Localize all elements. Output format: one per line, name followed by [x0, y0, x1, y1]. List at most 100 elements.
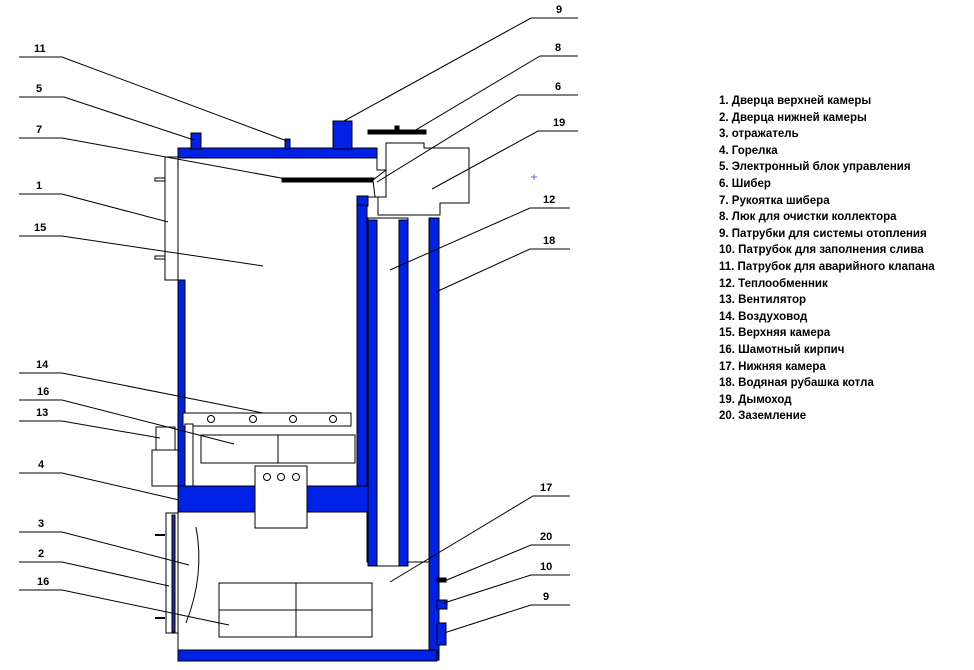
callout-15: 15 — [34, 222, 46, 234]
callout-20: 20 — [540, 531, 552, 543]
callout-18: 18 — [543, 235, 555, 247]
legend-item: 8. Люк для очистки коллектора — [719, 211, 897, 224]
leader-12 — [389, 207, 570, 271]
air-duct — [182, 412, 352, 427]
water-jacket-left-upper — [177, 279, 186, 491]
water-jacket-bottom — [177, 649, 438, 662]
callout-numbers: 11 5 7 1 15 14 16 13 4 3 2 16 9 8 6 19 1… — [34, 4, 565, 603]
control-unit-nozzle — [190, 132, 202, 150]
lower-door-seal — [171, 514, 176, 633]
leader-18 — [435, 248, 570, 293]
emergency-valve-nozzle — [284, 138, 291, 150]
leader-2 — [19, 561, 170, 587]
burner-hole — [277, 473, 285, 481]
leader-9-top — [343, 17, 578, 122]
callout-9-bottom: 9 — [543, 591, 549, 603]
legend-item: 19. Дымоход — [719, 393, 792, 406]
callout-11: 11 — [34, 43, 46, 55]
legend-item: 18. Водяная рубашка котла — [719, 377, 874, 390]
leader-9-bottom — [443, 604, 570, 634]
legend-item: 20. Заземление — [719, 410, 807, 423]
boiler-body — [151, 120, 470, 662]
legend-item: 10. Патрубок для заполнения слива — [719, 244, 924, 257]
water-jacket-outer-wall — [428, 217, 440, 661]
callout-17: 17 — [540, 482, 552, 494]
boiler-outline — [167, 142, 470, 661]
upper-door-hinge-top — [154, 177, 166, 182]
callout-13: 13 — [36, 407, 48, 419]
callout-16-top: 16 — [37, 386, 49, 398]
callout-3: 3 — [38, 518, 44, 530]
air-tube — [184, 423, 194, 487]
leader-7 — [19, 137, 293, 181]
legend-item: 16. Шамотный кирпич — [719, 343, 845, 356]
callout-10: 10 — [540, 561, 552, 573]
leader-11 — [19, 56, 288, 142]
legend-list: 1. Дверца верхней камеры 2. Дверца нижне… — [719, 93, 935, 425]
leader-lines — [19, 17, 578, 634]
heating-outlet-pipe-top — [332, 120, 353, 150]
legend-item: 4. Горелка — [719, 144, 778, 157]
damper — [372, 168, 387, 198]
leader-5 — [19, 96, 195, 141]
leader-16-top — [19, 399, 235, 445]
leader-4 — [19, 472, 180, 501]
water-jacket-top — [177, 147, 378, 159]
heat-exchanger-tube-right — [398, 219, 409, 567]
callout-19: 19 — [553, 117, 565, 129]
air-duct-hole — [207, 415, 215, 423]
callout-5: 5 — [36, 83, 42, 95]
legend-item: 14. Воздуховод — [719, 310, 808, 323]
heating-outlet-pipe-bottom — [436, 622, 447, 646]
reflector — [185, 526, 200, 624]
fan-motor — [155, 426, 176, 451]
air-duct-hole — [249, 415, 257, 423]
callout-14: 14 — [36, 359, 49, 371]
legend-item: 13. Вентилятор — [719, 294, 807, 307]
air-duct-hole — [329, 415, 337, 423]
plus-marker — [531, 174, 537, 180]
legend-item: 2. Дверца нижней камеры — [719, 111, 867, 124]
callout-1: 1 — [36, 180, 42, 192]
callout-7: 7 — [36, 124, 42, 136]
fan-housing — [151, 449, 179, 487]
legend-item: 17. Нижняя камера — [719, 360, 826, 373]
leader-10 — [443, 574, 570, 604]
leader-8 — [413, 55, 578, 132]
leader-3 — [19, 531, 190, 566]
legend-item: 5. Электронный блок управления — [719, 161, 911, 174]
cleaning-hatch-knob — [394, 125, 400, 132]
legend-item: 12. Теплообменник — [719, 277, 828, 290]
fill-drain-nozzle — [436, 599, 448, 610]
legend-item: 11. Патрубок для аварийного клапана — [719, 260, 935, 273]
heat-exchanger-tube-left — [367, 219, 378, 567]
leader-1 — [19, 193, 169, 223]
leader-19 — [431, 130, 578, 190]
callout-6: 6 — [555, 81, 561, 93]
legend-item: 9. Патрубки для системы отопления — [719, 227, 927, 240]
damper-handle — [281, 177, 375, 183]
leader-17 — [389, 495, 570, 583]
legend-item: 6. Шибер — [719, 177, 771, 190]
leader-20 — [441, 544, 570, 583]
callout-12: 12 — [543, 194, 555, 206]
callout-4: 4 — [38, 459, 45, 471]
burner-hole — [263, 473, 271, 481]
upper-door-hinge-bottom — [154, 255, 166, 260]
water-jacket-inner-wall — [356, 204, 368, 501]
leader-6 — [376, 94, 578, 183]
callout-16-bottom: 16 — [37, 576, 49, 588]
callout-2: 2 — [38, 548, 44, 560]
leader-15 — [19, 235, 264, 267]
callout-8: 8 — [555, 42, 561, 54]
leader-13 — [19, 420, 161, 439]
legend-item: 1. Дверца верхней камеры — [719, 95, 872, 107]
legend-item: 3. отражатель — [719, 128, 799, 141]
callout-9-top: 9 — [556, 4, 562, 16]
legend-item: 7. Рукоятка шибера — [719, 194, 830, 207]
upper-chamber-door — [164, 156, 179, 281]
burner-hole — [292, 473, 300, 481]
leader-14 — [19, 372, 264, 414]
legend-item: 15. Верхняя камера — [719, 327, 831, 340]
